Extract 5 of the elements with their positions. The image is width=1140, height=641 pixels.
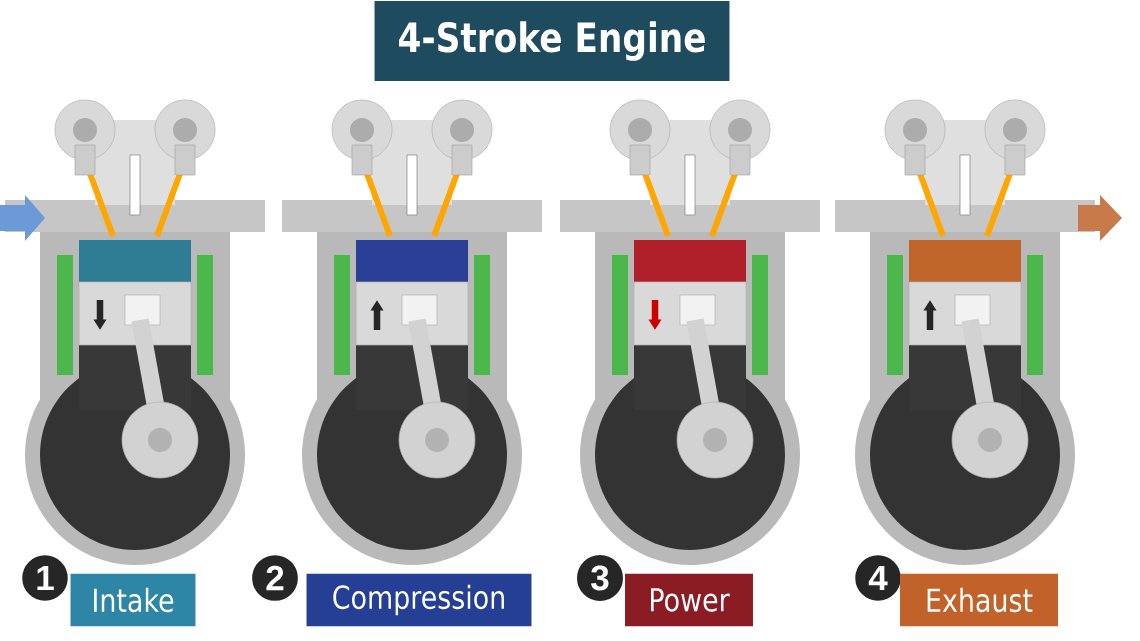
stage-label: Intake [70,573,196,627]
stage-label: Exhaust [900,573,1058,627]
stage-label: Compression [306,573,532,627]
title-banner: 4-Stroke Engine [374,1,730,81]
stage-label: Power [625,573,753,627]
